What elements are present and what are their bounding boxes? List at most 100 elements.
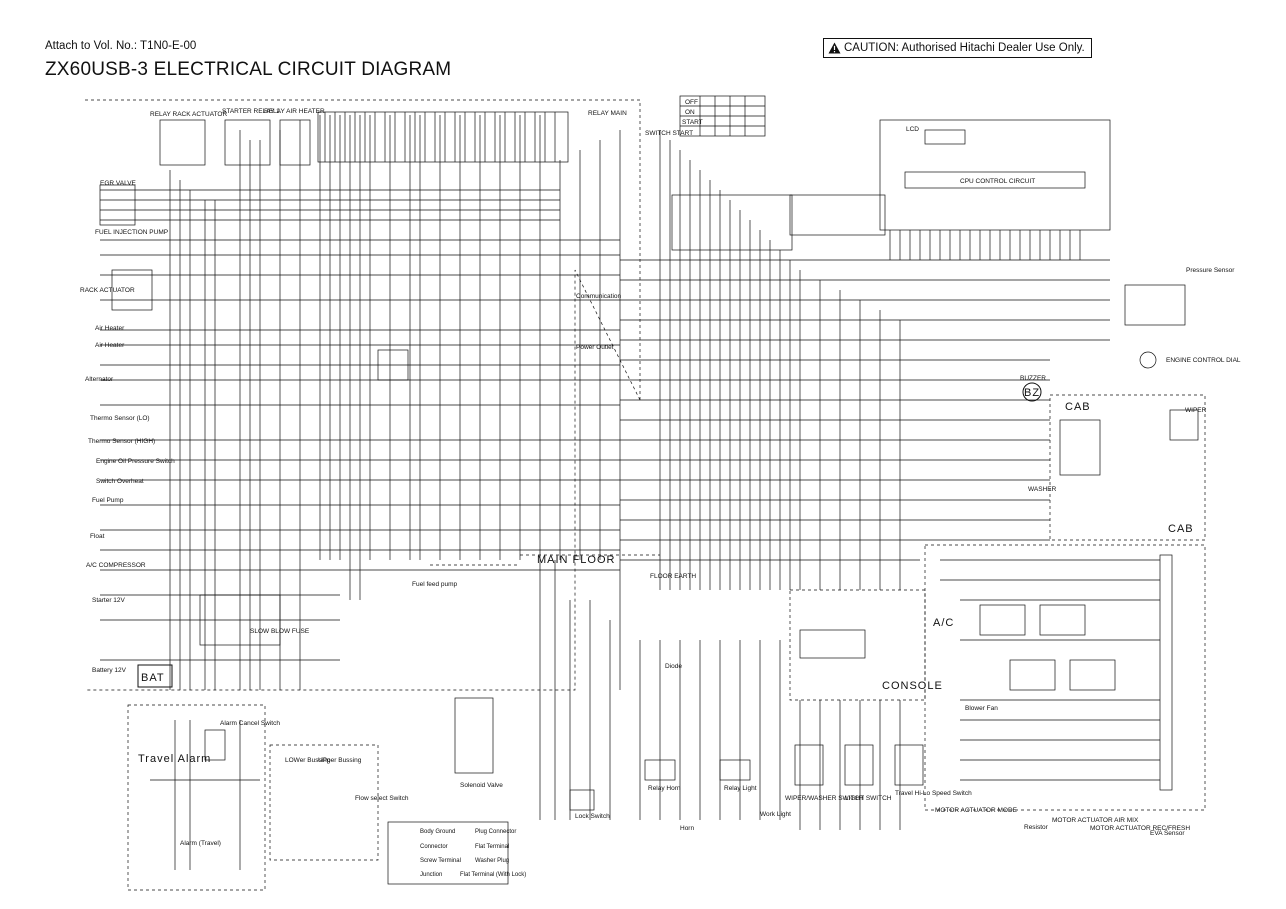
label-rack-actuator: RACK ACTUATOR: [80, 287, 135, 294]
label-power-outlet: Power Outlet: [576, 344, 614, 351]
label-alarm-travel: Alarm (Travel): [180, 840, 221, 847]
label-cab-top: CAB: [1065, 401, 1091, 413]
ac-relay-2: [1039, 604, 1086, 636]
label-air-mix-actuator: MOTOR ACTUATOR AIR MIX: [1052, 817, 1139, 824]
legend-junction: Junction: [420, 872, 442, 878]
lock-switch-box: [569, 789, 595, 811]
rack-actuator-box: [111, 269, 153, 311]
label-bz: BZ: [1024, 387, 1040, 399]
relay-rack: [159, 119, 206, 166]
harness-left-verticals: [239, 115, 621, 690]
relay-horn-box: [644, 759, 676, 781]
label-egr-valve: EGR VALVE: [100, 180, 137, 187]
region-engine: [85, 99, 641, 691]
label-fuel-pump: Fuel Pump: [92, 497, 124, 504]
label-relay-horn: Relay Horn: [648, 785, 681, 792]
label-relay-light: Relay Light: [724, 785, 757, 792]
ac-wires: [940, 559, 1160, 781]
solenoid-box: [454, 697, 494, 774]
label-starter-relay: STARTER RELAY 1: [222, 108, 280, 115]
relay-light-box: [719, 759, 751, 781]
label-relay-main: RELAY MAIN: [588, 110, 627, 117]
harness-center-horizontals: [620, 259, 1110, 561]
legend-flat-terminal-lock: Flat Terminal (With Lock): [460, 872, 526, 878]
label-lower-bussing: LOWer Bussing: [285, 757, 331, 764]
region-travel-alarm: [127, 704, 266, 891]
legend-flat-terminal: Flat Terminal: [475, 844, 509, 850]
label-wiper: WIPER: [1185, 407, 1207, 414]
connector-row-top: [671, 194, 793, 251]
region-console: [789, 589, 926, 701]
label-alternator: Alternator: [85, 376, 114, 383]
label-console: CONSOLE: [882, 680, 943, 692]
attach-volume: Attach to Vol. No.: T1N0-E-00: [45, 40, 197, 52]
legend-connector: Connector: [420, 844, 448, 850]
travel-alarm-wires: [150, 720, 260, 870]
speed-switch-box: [894, 744, 924, 786]
label-diode: Diode: [665, 663, 682, 670]
label-rec-fresh-actuator: MOTOR ACTUATOR REC/FRESH: [1090, 825, 1190, 832]
relay-starter: [224, 119, 271, 166]
label-relay-air-heater: RELAY AIR HEATER: [264, 108, 325, 115]
pressure-sensor-box: [1124, 284, 1186, 326]
label-fuel-injection-pump: FUEL INJECTION PUMP: [95, 229, 168, 236]
cpu-box: [904, 171, 1086, 189]
label-blower-fan: Blower Fan: [965, 705, 998, 712]
label-air-heater-1: Air Heater: [95, 325, 125, 332]
light-switch-box: [844, 744, 874, 786]
label-buzzer: BUZZER: [1020, 375, 1046, 382]
label-mode-actuator: MOTOR ACTUATOR MODE: [935, 807, 1018, 814]
cab-connector: [1059, 419, 1101, 476]
deutsch-conn: [377, 349, 409, 381]
wiper-box: [1169, 409, 1199, 441]
label-oil-pressure: Engine Oil Pressure Switch: [96, 458, 175, 465]
label-fuel-feed-pump: Fuel feed pump: [412, 581, 458, 588]
caution-banner: CAUTION: Authorised Hitachi Dealer Use O…: [823, 38, 1092, 58]
label-switch-start: SWITCH START: [645, 130, 693, 137]
relay-air-heater: [279, 119, 311, 166]
label-ac-compressor: A/C COMPRESSOR: [86, 562, 146, 569]
label-key-start: START: [682, 119, 703, 126]
engine-dial: [1139, 351, 1157, 369]
lcd-panel: [924, 129, 966, 145]
label-speed-switch: Travel Hi-Lo Speed Switch: [895, 790, 972, 797]
ac-relay-4: [1069, 659, 1116, 691]
label-washer: WASHER: [1028, 486, 1057, 493]
label-overheat: Switch Overheat: [96, 478, 144, 485]
label-relay-rack: RELAY RACK ACTUATOR: [150, 111, 227, 118]
egr-valve-box: [99, 184, 136, 226]
connector-row-2: [789, 194, 886, 236]
label-wiper-switch: WIPER/WASHER SWITCH: [785, 795, 864, 802]
wiper-switch-box: [794, 744, 824, 786]
legend-box: [387, 821, 509, 885]
label-alarm-cancel: Alarm Cancel Switch: [220, 720, 280, 727]
warning-icon: [828, 42, 841, 54]
region-flow-select: [269, 744, 379, 861]
label-horn: Horn: [680, 825, 694, 832]
ac-relay-3: [1009, 659, 1056, 691]
harness-bottom: [539, 560, 901, 830]
label-cab-bottom: CAB: [1168, 523, 1194, 535]
label-floor-earth: FLOOR EARTH: [650, 573, 696, 580]
label-key-on: ON: [685, 109, 695, 116]
label-battery: Battery 12V: [92, 667, 127, 674]
label-work-light: Work Light: [760, 811, 791, 818]
region-cab: [1049, 394, 1206, 541]
monitor-frame: [879, 119, 1111, 231]
bat-frame: [137, 664, 173, 688]
label-cpu-circuit: CPU CONTROL CIRCUIT: [960, 178, 1035, 185]
label-lock-switch: Lock Switch: [575, 813, 610, 820]
label-thermo-lo: Thermo Sensor (LO): [90, 415, 150, 422]
alarm-cancel-box: [204, 729, 226, 761]
ac-relay-1: [979, 604, 1026, 636]
region-main-floor: [430, 554, 660, 566]
legend-plug-connector: Plug Connector: [475, 829, 516, 835]
label-key-off: OFF: [685, 99, 698, 106]
label-air-heater-2: Air Heater: [95, 342, 125, 349]
fuse-box: [199, 594, 281, 646]
connector-ec-pins: [324, 112, 556, 162]
label-starter: Starter 12V: [92, 597, 126, 604]
monitor-wires: [889, 230, 1081, 260]
legend-screw-terminal: Screw Terminal: [420, 858, 461, 864]
